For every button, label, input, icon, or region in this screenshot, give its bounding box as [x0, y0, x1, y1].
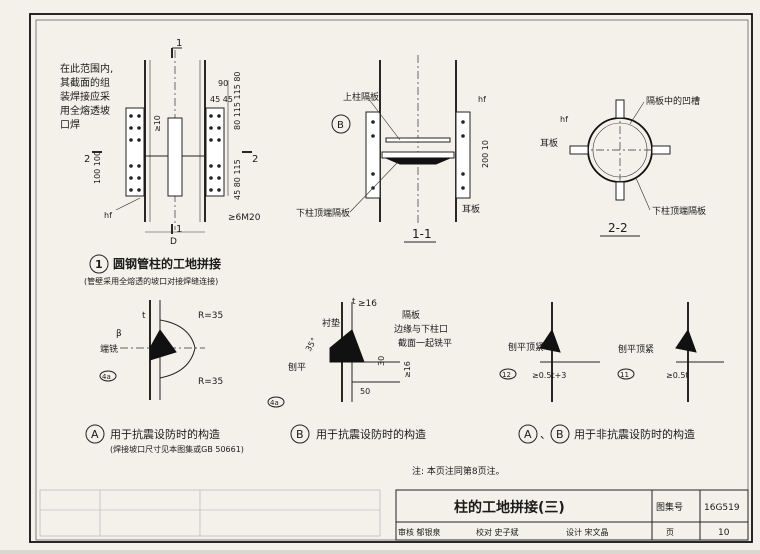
caption-nonseismic-A: A	[524, 428, 532, 441]
view-label-1-1: 1-1	[412, 227, 432, 241]
dim-ge16: ≥16	[358, 299, 377, 309]
dim-45-45: 45 45	[210, 95, 233, 104]
section-mark-2-left: 2	[84, 154, 90, 165]
label-lower-top-plate-2: 下柱顶端隔板	[652, 205, 706, 217]
label-backing: 衬垫	[322, 317, 340, 329]
dim-ge16-side: ≥16	[403, 361, 412, 378]
angle-35: 35°	[304, 336, 319, 353]
page-label: 页	[666, 528, 674, 537]
view-label-2-2: 2-2	[608, 221, 628, 235]
bolt-spec: ≥6M20	[228, 213, 261, 223]
weld-size-hf-3: hf	[560, 115, 568, 124]
weld-size-hf-2: hf	[478, 95, 486, 104]
atlas-no-label: 图集号	[656, 501, 683, 513]
label-diaphragm: 隔板	[402, 309, 420, 321]
weld-callout-c: 12	[502, 371, 511, 379]
weld-size-hf: hf	[104, 211, 112, 220]
dim-100-100: 100 100	[93, 151, 102, 184]
label-ear-plate-2: 耳板	[540, 137, 558, 149]
section-mark-1-bottom: 1	[176, 224, 182, 235]
label-flush: 刨平	[288, 361, 306, 373]
note-welding-line2: 其截面的组	[60, 76, 110, 89]
label-lower-top-plate: 下柱顶端隔板	[296, 207, 350, 219]
angle-beta: β	[116, 329, 122, 339]
caption-1-number: 1	[95, 258, 103, 271]
sheet-note: 注: 本页注同第8页注。	[412, 465, 505, 477]
dim-D: D	[170, 237, 177, 247]
caption-1: 1 圆钢管柱的工地拼接 (管壁采用全熔透的坡口对接焊缝连接)	[84, 254, 221, 286]
title-block: 柱的工地拼接(三) 图集号 16G519 审核 郁银泉 校对 史子斌 设计 宋文…	[395, 489, 749, 541]
detail-B: 衬垫 t ≥16 隔板 边缘与下柱口 截面一起铣平 35° 刨平 30 50 ≥…	[267, 297, 452, 444]
dim-ge10: ≥10	[153, 115, 162, 132]
label-cope: 端铣	[100, 343, 118, 355]
dim-80-115: 80 115 115 80	[233, 71, 242, 130]
caption-nonseismic-B: B	[556, 428, 564, 441]
caption-B-letter: B	[296, 428, 304, 441]
note-welding-line4: 用全熔透坡	[60, 104, 110, 117]
atlas-no-value: 16G519	[704, 503, 740, 513]
note-welding-line3: 装焊接应采	[60, 90, 110, 103]
weld-callout-b: 4a	[270, 399, 279, 407]
view-section-2-2: 隔板中的凹槽 耳板 hf 下柱顶端隔板 2-2	[540, 95, 706, 237]
label-milled-tight-1: 刨平顶紧	[508, 341, 544, 353]
detail-A: R=35 R=35 端铣 t β 4a A 用于抗震设防时的构造 (焊接坡口尺寸…	[85, 300, 244, 454]
role-review: 审核 郁银泉	[398, 527, 441, 537]
caption-A-note: (焊接坡口尺寸见本图集或GB 50661)	[110, 444, 244, 454]
role-design: 设计 宋文晶	[566, 527, 609, 537]
dim-t-a: t	[142, 311, 146, 321]
dim-R35-top: R=35	[198, 311, 223, 321]
label-upper-end-plate: 上柱隔板	[343, 91, 379, 103]
label-ear-plate: 耳板	[462, 203, 480, 215]
detail-callout-B: B	[337, 120, 344, 131]
label-milled-tight-2: 刨平顶紧	[618, 343, 654, 355]
section-mark-2-right: 2	[252, 154, 258, 165]
dim-200-10: 200 10	[481, 140, 490, 168]
note-welding-line1: 在此范围内,	[60, 62, 113, 75]
caption-nonseismic-title: 用于非抗震设防时的构造	[574, 427, 695, 441]
caption-B-title: 用于抗震设防时的构造	[316, 427, 426, 441]
dim-30: 30	[377, 356, 386, 366]
inner-frame	[35, 19, 749, 541]
caption-1-subtitle: (管壁采用全熔透的坡口对接焊缝连接)	[84, 276, 218, 286]
dim-05t-3: ≥0.5t+3	[532, 371, 566, 380]
dim-80-115-lower: 45 80 115	[233, 159, 242, 200]
caption-A-letter: A	[91, 428, 99, 441]
label-edge-milled-2: 截面一起铣平	[398, 337, 452, 349]
weld-callout-d: 11	[620, 371, 629, 379]
label-groove: 隔板中的凹槽	[646, 95, 700, 107]
drawing-title: 柱的工地拼接(三)	[454, 499, 565, 516]
dim-R35-bottom: R=35	[198, 377, 223, 387]
view-section-1-1: 上柱隔板 下柱顶端隔板 耳板 hf 200 10 B 1-1	[296, 55, 490, 243]
weld-callout-a: 4a	[102, 373, 111, 381]
caption-A-title: 用于抗震设防时的构造	[110, 427, 220, 441]
view-pipe-splice-elevation: 在此范围内, 其截面的组 装焊接应采 用全熔透坡 口焊	[60, 38, 261, 247]
dim-t-b: t	[352, 297, 356, 307]
page-number: 10	[718, 528, 730, 538]
sheet-frame	[29, 13, 753, 543]
faded-stamp-region	[39, 489, 381, 537]
caption-nonseismic-sep: 、	[540, 428, 551, 441]
detail-non-seismic: 刨平顶紧 ≥0.5t+3 12 刨平顶紧 ≥0.5t 11 A 、 B 用于非抗…	[499, 302, 724, 444]
dim-05t: ≥0.5t	[666, 371, 689, 380]
note-welding-line5: 口焊	[60, 119, 80, 131]
section-mark-1-top: 1	[176, 38, 182, 49]
dim-90: 90	[218, 79, 228, 88]
dim-50: 50	[360, 387, 370, 396]
label-edge-milled-1: 边缘与下柱口	[394, 323, 448, 335]
caption-1-title: 圆钢管柱的工地拼接	[113, 256, 221, 271]
role-check: 校对 史子斌	[476, 527, 519, 537]
